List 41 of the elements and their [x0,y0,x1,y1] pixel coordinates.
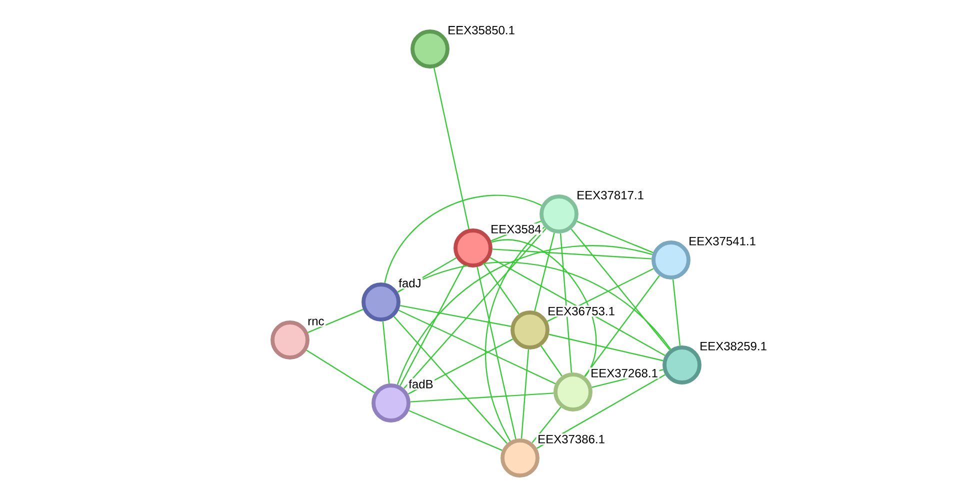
interaction-line [540,346,562,376]
interaction-line [394,316,508,444]
interaction-line [397,262,672,350]
interaction-line [485,226,545,442]
interaction-line [534,232,555,312]
interaction-line [396,245,652,385]
interaction-line [570,228,670,350]
interaction-line [400,264,464,386]
node-label: EEX37386.1 [536,434,606,445]
node-label: EEX35850.1 [446,24,516,36]
interaction-line [484,264,520,314]
node-label: EEX36753.1 [546,306,616,317]
interaction-line [532,406,562,444]
interaction-line [584,275,660,377]
interaction-line [382,321,390,384]
interaction-line [403,228,547,389]
node-label: EEX3584 [489,224,543,235]
interaction-line [576,220,654,254]
node-label: EEX37268.1 [589,368,660,379]
interaction-line [476,266,516,440]
interaction-line [492,248,652,260]
interaction-line [490,256,666,356]
interaction-line [560,233,572,373]
interaction-line [400,305,511,327]
interaction-line [410,392,554,402]
interaction-line [306,350,375,394]
interaction-line [672,279,681,346]
interaction-line [520,349,530,439]
node-label: EEX37817.1 [575,190,646,201]
node-label: fadJ [397,277,423,289]
interaction-line [408,410,502,451]
interaction-line [491,239,596,377]
interaction-line [548,334,664,362]
node-label: fadB [407,378,435,390]
interaction-line [398,310,556,384]
interaction-line [308,308,364,334]
node-label: rnc [306,317,326,327]
interaction-line [434,68,470,230]
node-label: EEX37541.1 [687,236,758,247]
interaction-line [384,194,542,284]
node-label: EEX38259.1 [698,340,768,352]
